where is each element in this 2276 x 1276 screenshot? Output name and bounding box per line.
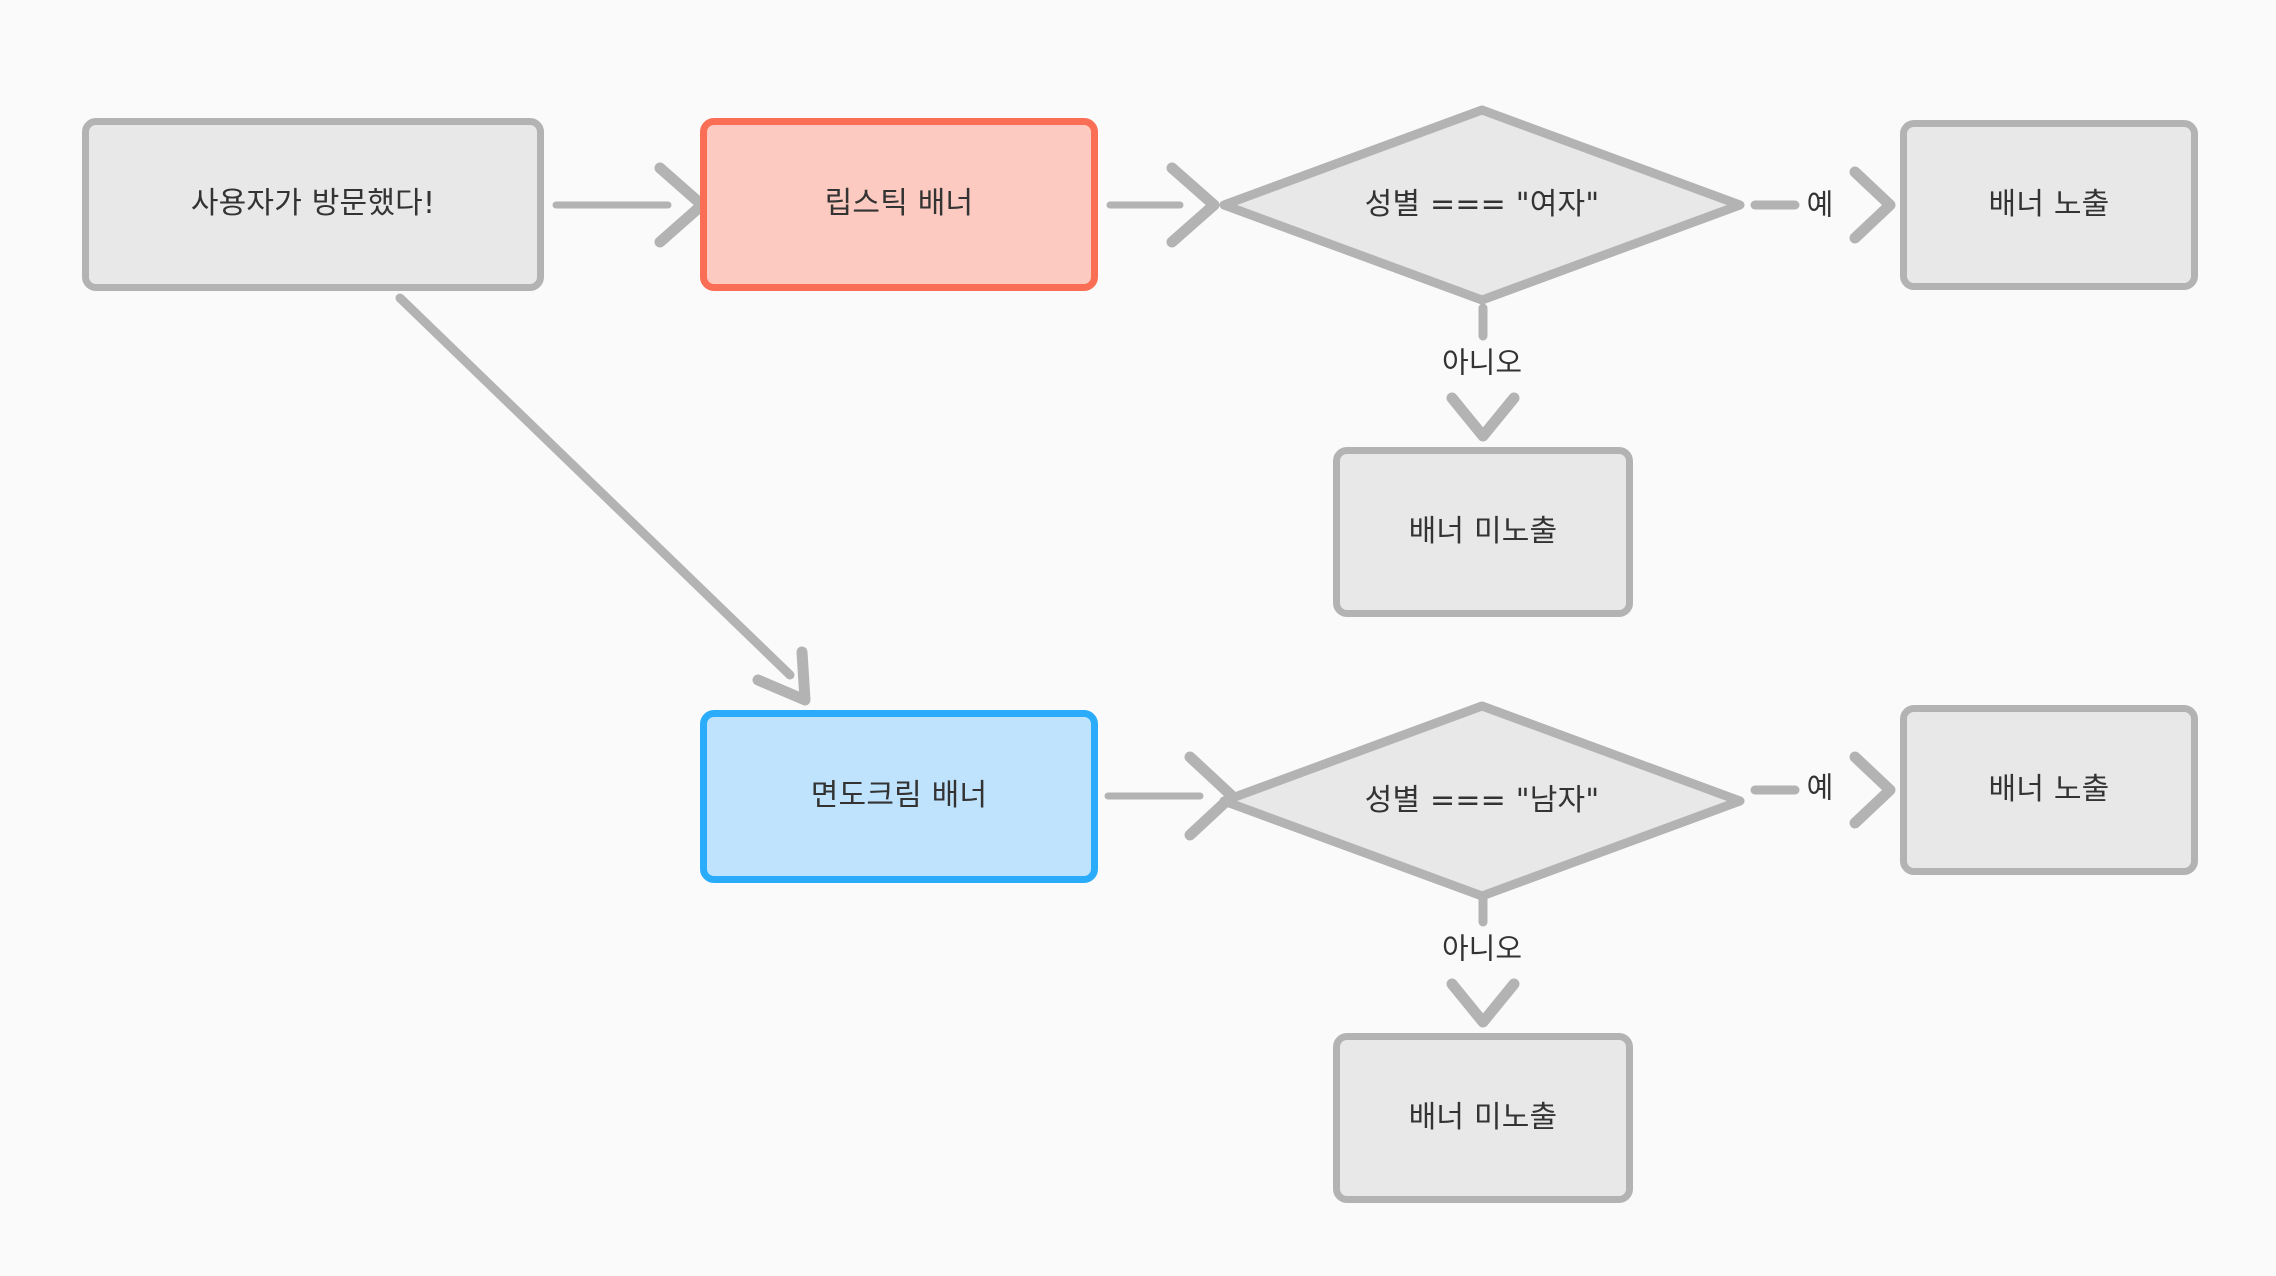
node-decision-female-label: 성별 === "여자" (1364, 186, 1600, 222)
node-decision-male[interactable]: 성별 === "남자" (1218, 700, 1746, 902)
node-show-banner-bottom-label: 배너 노출 (1988, 771, 2110, 807)
edge-label-male-yes: 예 (1806, 770, 1834, 805)
node-decision-male-label: 성별 === "남자" (1364, 782, 1600, 818)
node-hide-banner-bottom[interactable]: 배너 미노출 (1333, 1033, 1633, 1203)
node-shaving-cream-banner-label: 면도크림 배너 (810, 778, 988, 814)
node-show-banner-top-label: 배너 노출 (1988, 186, 2110, 222)
edge-label-female-no: 아니오 (1441, 345, 1523, 380)
node-start-label: 사용자가 방문했다! (190, 186, 436, 222)
edge-start-to-shaving (395, 293, 811, 706)
node-start[interactable]: 사용자가 방문했다! (82, 118, 544, 291)
edge-label-female-yes: 예 (1806, 187, 1834, 222)
diamond-shape-icon (1219, 701, 1745, 901)
edge-shaving-to-decision-male (1104, 751, 1238, 841)
node-show-banner-top[interactable]: 배너 노출 (1900, 120, 2198, 290)
node-hide-banner-top-label: 배너 미노출 (1408, 513, 1558, 549)
node-show-banner-bottom[interactable]: 배너 노출 (1900, 705, 2198, 875)
node-lipstick-banner-label: 립스틱 배너 (824, 186, 974, 222)
edge-lipstick-to-decision-female (1106, 162, 1220, 248)
node-decision-female[interactable]: 성별 === "여자" (1218, 104, 1746, 306)
node-lipstick-banner[interactable]: 립스틱 배너 (700, 118, 1098, 291)
node-shaving-cream-banner[interactable]: 면도크림 배너 (700, 710, 1098, 883)
edge-start-to-lipstick (552, 162, 708, 248)
edge-label-male-no: 아니오 (1441, 931, 1523, 966)
diamond-shape-icon (1219, 105, 1745, 305)
node-hide-banner-top[interactable]: 배너 미노출 (1333, 447, 1633, 617)
node-hide-banner-bottom-label: 배너 미노출 (1408, 1099, 1558, 1135)
